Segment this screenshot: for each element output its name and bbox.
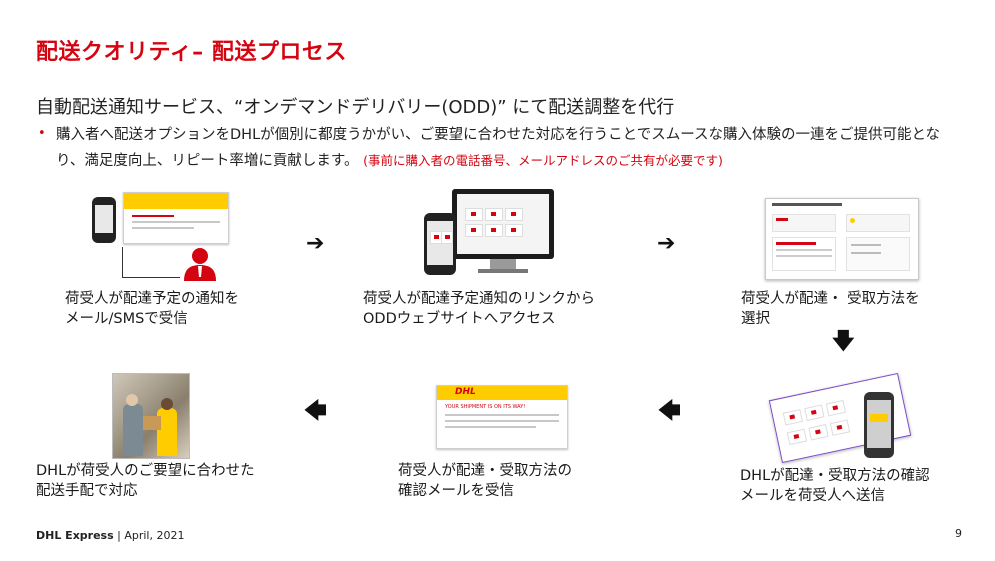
step3-image [765, 198, 919, 280]
monitor-icon [452, 189, 554, 259]
monitor-base [478, 269, 528, 273]
connector-line [122, 247, 123, 277]
bullet-note: (事前に購入者の電話番号、メールアドレスのご共有が必要です) [363, 153, 723, 168]
step5-image: DHL YOUR SHIPMENT IS ON ITS WAY! [436, 385, 568, 449]
step1-caption: 荷受人が配達予定の通知をメール/SMSで受信 [65, 291, 239, 327]
page-number: 9 [955, 527, 962, 540]
courier-figure [157, 408, 177, 456]
arrow-left-icon: 🡄 [304, 399, 327, 424]
step4-image [768, 372, 918, 464]
footer-separator: | [113, 529, 125, 542]
phone-icon [92, 197, 116, 243]
step2-image [418, 187, 558, 282]
bullet-text: 購入者へ配送オプションをDHLが個別に都度うかがい、ご要望に合わせた対応を行うこ… [56, 122, 956, 174]
page-subtitle: 自動配送通知サービス、“オンデマンドデリバリー(ODD)” にて配送調整を代行 [36, 97, 675, 118]
connector-line-h [122, 277, 180, 278]
arrow-left-icon: 🡄 [658, 399, 681, 424]
step4-caption: DHLが配達・受取方法の確認メールを荷受人へ送信 [740, 468, 930, 504]
dhl-logo: DHL [455, 387, 476, 397]
email-preview-icon [123, 192, 229, 244]
arrow-right-icon: ➔ [657, 231, 676, 256]
footer-date: April, 2021 [124, 529, 185, 542]
step5-caption: 荷受人が配達・受取方法の確認メールを受信 [398, 463, 572, 499]
page-title: 配送クオリティ– 配送プロセス [36, 40, 347, 65]
person-icon [184, 248, 216, 281]
mail-heading: YOUR SHIPMENT IS ON ITS WAY! [445, 404, 526, 410]
footer: DHL Express | April, 2021 [36, 529, 184, 542]
bullet-icon: • [38, 126, 46, 141]
phone-icon [864, 392, 894, 458]
footer-brand: DHL Express [36, 529, 114, 542]
customer-figure [123, 404, 143, 456]
parcel-icon [143, 416, 161, 430]
arrow-right-icon: ➔ [306, 231, 325, 256]
arrow-down-icon: 🡇 [832, 329, 855, 354]
step6-caption: DHLが荷受人のご要望に合わせた配送手配で対応 [36, 463, 255, 499]
step6-image [112, 373, 190, 459]
step3-caption: 荷受人が配達・ 受取方法を選択 [741, 291, 920, 327]
monitor-stand [490, 259, 516, 269]
phone-icon [424, 213, 456, 275]
step1-image [90, 192, 235, 284]
bullet-body: 購入者へ配送オプションをDHLが個別に都度うかがい、ご要望に合わせた対応を行うこ… [56, 127, 941, 169]
